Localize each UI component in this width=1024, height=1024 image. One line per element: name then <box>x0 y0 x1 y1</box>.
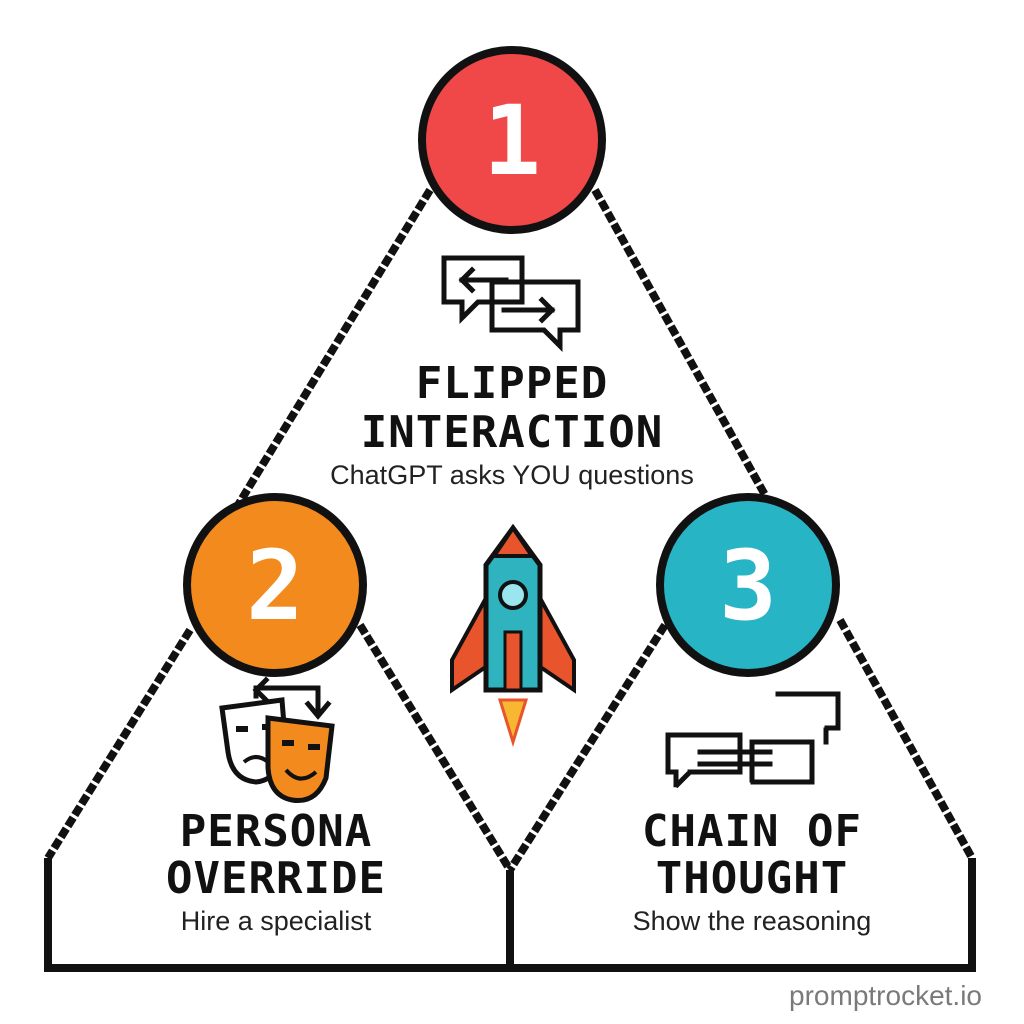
node-2-subtitle: Hire a specialist <box>181 906 372 936</box>
node-3-number: 3 <box>719 530 777 642</box>
node-1: 1 <box>418 46 606 234</box>
footer-brand: promptrocket.io <box>789 980 982 1011</box>
node-1-subtitle: ChatGPT asks YOU questions <box>330 460 694 490</box>
node-2-number: 2 <box>246 530 304 642</box>
node-1-number: 1 <box>483 85 541 197</box>
node-2-title-line2: OVERRIDE <box>166 853 386 904</box>
node-1-circle <box>418 46 606 234</box>
theater-masks-icon <box>219 676 335 804</box>
node-1-title-line1: FLIPPED <box>416 358 608 409</box>
node-3-circle <box>656 493 840 677</box>
edge-right-inner <box>506 622 669 873</box>
node-2-circle <box>183 493 367 677</box>
node-2-title-line1: PERSONA <box>180 806 372 857</box>
rocket-icon <box>450 523 576 748</box>
edge-left-inner <box>356 622 514 873</box>
edge-top-right <box>591 188 769 497</box>
linked-thought-bubbles-icon <box>665 691 841 793</box>
edge-right-outer <box>836 618 976 860</box>
edge-left-outer <box>44 627 194 861</box>
edge-top-left <box>231 187 434 513</box>
node-3-title-line1: CHAIN OF <box>642 806 862 857</box>
pyramid-frame <box>44 187 976 972</box>
node-3: 3 <box>656 493 840 677</box>
node-1-title-line2: INTERACTION <box>361 407 663 458</box>
swap-chat-bubbles-icon <box>441 255 581 353</box>
node-2: 2 <box>183 493 367 677</box>
node-3-subtitle: Show the reasoning <box>633 906 872 936</box>
node-3-title-line2: THOUGHT <box>656 853 848 904</box>
